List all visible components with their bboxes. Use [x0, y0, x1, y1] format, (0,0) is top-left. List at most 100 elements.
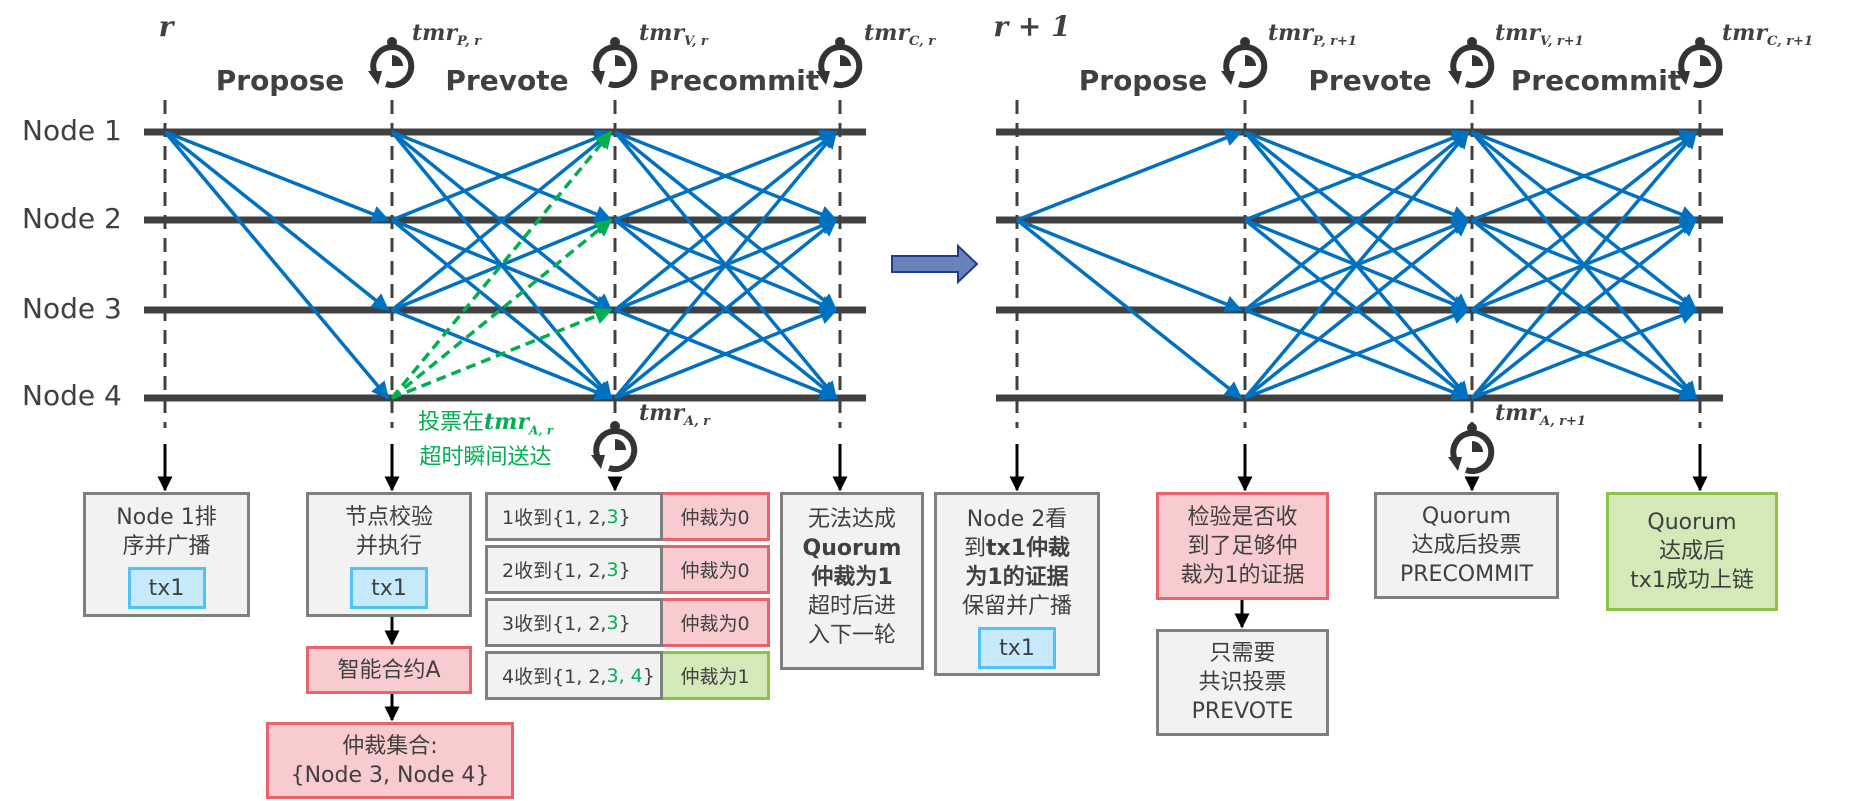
- propose-box-r1: Node 2看 到tx1仲裁 为1的证据 保留并广播 tx1: [934, 492, 1100, 676]
- precommit-message-arrow: [1471, 129, 1698, 222]
- propose-message-arrow: [163, 130, 390, 312]
- propose-message-arrow: [163, 130, 390, 400]
- propose-box-r: Node 1排 序并广播 tx1: [83, 492, 250, 617]
- prevote-message-arrow: [1243, 130, 1470, 312]
- precommit-vote-box: Quorum 达成后投票 PRECOMMIT: [1374, 492, 1559, 599]
- quorum-fail-line1: 无法达成: [807, 507, 896, 532]
- propose-message-arrow: [1015, 218, 1243, 400]
- arbitration-set-line2: {Node 3, Node 4}: [290, 762, 490, 788]
- node-2-label: Node 2: [22, 202, 122, 235]
- quorum-fail-line5: 入下一轮: [807, 623, 896, 648]
- tx-badge: tx1: [127, 567, 206, 609]
- propose-message-arrow: [1016, 129, 1243, 222]
- receive-row-set: 4收到{1, 2, 3, 4}: [485, 651, 663, 700]
- evidence-line2: 到了足够仲: [1187, 533, 1298, 559]
- prevote-message-arrow: [1244, 307, 1470, 400]
- timer-prevote-r1-label: tmrV, r+1: [1495, 20, 1584, 49]
- phase-prevote-r1: Prevote: [1308, 64, 1432, 97]
- validate-box-line2: 并执行: [355, 534, 422, 559]
- prevote-message-arrow: [390, 218, 613, 400]
- receive-row: 4收到{1, 2, 3, 4}仲裁为1: [485, 651, 770, 700]
- propose-box-r1-line3: 为1的证据: [965, 565, 1069, 590]
- precommit-message-arrow: [1471, 307, 1698, 400]
- propose-box-r1-line4: 保留并广播: [961, 594, 1072, 619]
- receive-row-result: 仲裁为0: [663, 545, 770, 594]
- stopwatch-icon: [816, 37, 863, 89]
- receive-row-set: 1收到{1, 2, 3}: [485, 492, 663, 541]
- node-4-label: Node 4: [22, 379, 122, 412]
- propose-box-r1-line2: 到tx1仲裁: [963, 536, 1071, 561]
- receive-row: 1收到{1, 2, 3}仲裁为0: [485, 492, 770, 541]
- tx-badge: tx1: [350, 567, 428, 609]
- timer-precommit-r-label: tmrC, r: [864, 20, 936, 49]
- round-transition-arrow: [891, 243, 979, 285]
- stopwatch-icon: [1676, 37, 1723, 89]
- precommit-message-arrow: [613, 130, 838, 400]
- commit-box-line2: 达成后: [1658, 539, 1725, 564]
- propose-message-arrow: [164, 130, 390, 223]
- receive-row-set: 3收到{1, 2, 3}: [485, 598, 663, 647]
- receive-row: 2收到{1, 2, 3}仲裁为0: [485, 545, 770, 594]
- late-prevote-arrow: [390, 130, 613, 400]
- precommit-message-arrow: [614, 307, 838, 400]
- propose-message-arrow: [1016, 218, 1243, 313]
- quorum-fail-line2: Quorum: [802, 536, 902, 561]
- stopwatch-icon: [1448, 423, 1495, 475]
- quorum-fail-box: 无法达成 Quorum 仲裁为1 超时后进 入下一轮: [780, 492, 924, 670]
- timer-precommit-r1-label: tmrC, r+1: [1722, 20, 1813, 49]
- precommit-message-arrow: [1470, 218, 1698, 400]
- precommit-box-line2: 达成后投票: [1411, 533, 1522, 558]
- prevote-message-arrow: [1243, 218, 1470, 400]
- propose-box-r-line2: 序并广播: [122, 534, 211, 559]
- receive-row-result: 仲裁为1: [663, 651, 770, 700]
- timer-icons: [368, 37, 1723, 475]
- timer-arbitration-r1-label: tmrA, r+1: [1495, 400, 1586, 429]
- prevote-only-line3: PREVOTE: [1191, 699, 1294, 724]
- precommit-box-line1: Quorum: [1421, 504, 1512, 529]
- phase-precommit-r: Precommit: [648, 64, 820, 97]
- precommit-message-arrow: [1470, 130, 1698, 312]
- precommit-box-line3: PRECOMMIT: [1399, 562, 1534, 587]
- prevote-message-arrow: [1244, 129, 1470, 222]
- validate-box: 节点校验 并执行 tx1: [306, 492, 472, 617]
- receive-row-result: 仲裁为0: [663, 492, 770, 541]
- arbitration-set-line1: 仲裁集合:: [342, 733, 438, 759]
- commit-box-line1: Quorum: [1647, 510, 1737, 535]
- propose-box-r1-line1: Node 2看: [966, 507, 1068, 532]
- prevote-only-line2: 共识投票: [1198, 670, 1287, 695]
- validate-box-line1: 节点校验: [344, 505, 433, 530]
- phase-propose-r1: Propose: [1078, 64, 1208, 97]
- phase-prevote-r: Prevote: [445, 64, 569, 97]
- commit-box-line3: tx1成功上链: [1630, 568, 1754, 593]
- receive-row-result: 仲裁为0: [663, 598, 770, 647]
- arbitration-set-box: 仲裁集合: {Node 3, Node 4}: [266, 722, 514, 799]
- node-1-label: Node 1: [22, 114, 122, 147]
- prevote-only-box: 只需要 共识投票 PREVOTE: [1156, 629, 1329, 736]
- down-arrows: [157, 444, 1708, 722]
- node-3-label: Node 3: [22, 292, 122, 325]
- evidence-line1: 检验是否收: [1187, 504, 1298, 530]
- smart-contract-box: 智能合约A: [306, 646, 472, 694]
- stopwatch-icon: [591, 37, 638, 89]
- commit-success-box: Quorum 达成后 tx1成功上链: [1606, 492, 1778, 611]
- prevote-message-arrow: [390, 130, 613, 312]
- tx-badge: tx1: [978, 627, 1056, 669]
- round-r-label: r: [158, 10, 174, 43]
- late-vote-note: 投票在tmrA, r 超时瞬间送达: [418, 409, 554, 471]
- stopwatch-icon: [1221, 37, 1268, 89]
- propose-box-r-line1: Node 1排: [116, 505, 217, 530]
- receive-row: 3收到{1, 2, 3}仲裁为0: [485, 598, 770, 647]
- precommit-message-arrow: [613, 218, 838, 400]
- prevote-message-arrow: [1243, 130, 1470, 400]
- late-prevote-arrow: [391, 307, 613, 400]
- stopwatch-icon: [1448, 37, 1495, 89]
- precommit-message-arrow: [614, 129, 838, 222]
- precommit-message-arrow: [1470, 130, 1698, 400]
- prevote-message-arrow: [391, 129, 613, 222]
- stopwatch-icon: [368, 37, 415, 89]
- timer-prevote-r-label: tmrV, r: [639, 20, 708, 49]
- receive-row-set: 2收到{1, 2, 3}: [485, 545, 663, 594]
- message-arrows: [163, 129, 1698, 401]
